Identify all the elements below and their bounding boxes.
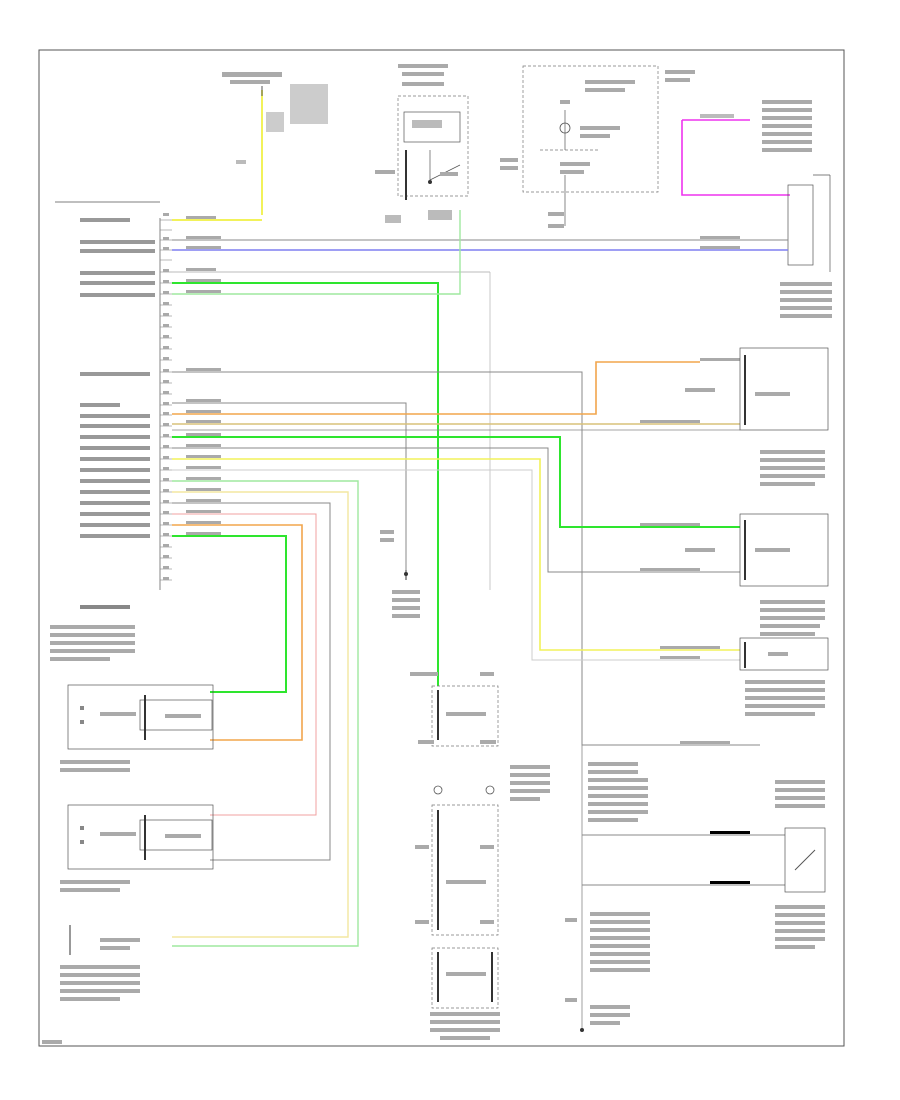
wire-orange-414 <box>172 361 700 415</box>
diagram-frame <box>38 49 845 1047</box>
wire-orange-525 <box>172 524 303 741</box>
fuse-block-top-left <box>222 72 328 215</box>
passenger-sensor-module <box>60 925 140 1001</box>
connector-pins <box>160 219 172 581</box>
inflatable-restraint-module <box>410 672 550 1040</box>
right-lower-notes <box>565 745 826 1032</box>
wire-gray-503 <box>172 502 331 861</box>
module-connector <box>55 201 161 590</box>
footer-mark <box>42 1040 62 1044</box>
instrument-cluster <box>500 65 695 228</box>
wire-green-437 <box>172 436 740 528</box>
wire-green-main <box>172 282 439 686</box>
magenta-wire <box>681 100 812 196</box>
left-legend-top <box>50 605 135 661</box>
pin-labels <box>80 218 155 538</box>
side-impact-sensor-left <box>685 347 829 486</box>
wire-ltyellow-492 <box>172 491 349 938</box>
wire-pink-514 <box>172 513 317 816</box>
seat-position-sensor <box>739 637 829 716</box>
wire-gray-470 <box>172 469 740 661</box>
ignition-switch-top <box>375 64 469 223</box>
wire-gray-272 <box>172 271 491 590</box>
ground-symbol-center <box>380 530 420 618</box>
wire-gray-448 <box>172 447 740 573</box>
driver-seat-belt-module <box>60 804 214 892</box>
pin-numbers <box>163 213 169 580</box>
side-impact-sensor-right <box>685 513 829 636</box>
right-connector-top <box>780 174 832 318</box>
wire-green-switch <box>172 210 461 295</box>
wire-yellow-459 <box>172 458 740 651</box>
wire-labels <box>186 216 740 744</box>
wire-gray-372 <box>172 371 760 746</box>
wire-gray-403 <box>172 402 407 570</box>
wire-ltgreen-481 <box>172 480 359 947</box>
wire-green-536 <box>172 535 287 693</box>
passenger-seat-belt-module <box>60 684 214 772</box>
